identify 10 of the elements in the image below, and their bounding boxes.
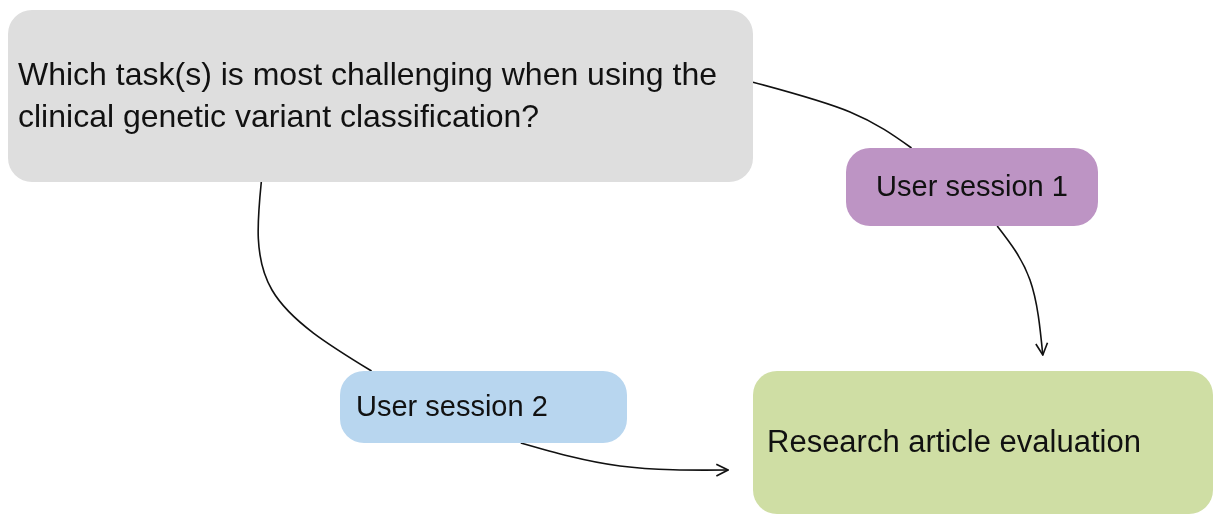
result-box [753,371,1213,514]
connector-arrow [996,225,1049,356]
session-box [846,148,1098,226]
node-text: User session 1 [876,169,1068,205]
session-box [340,371,627,443]
question-box [8,10,753,182]
node-text: User session 2 [356,389,548,425]
node-text: Which task(s) is most challenging when using the clinical genetic variant classification? [18,55,718,136]
node-text: Research article evaluation [767,423,1141,462]
connector-arrow [520,442,729,477]
